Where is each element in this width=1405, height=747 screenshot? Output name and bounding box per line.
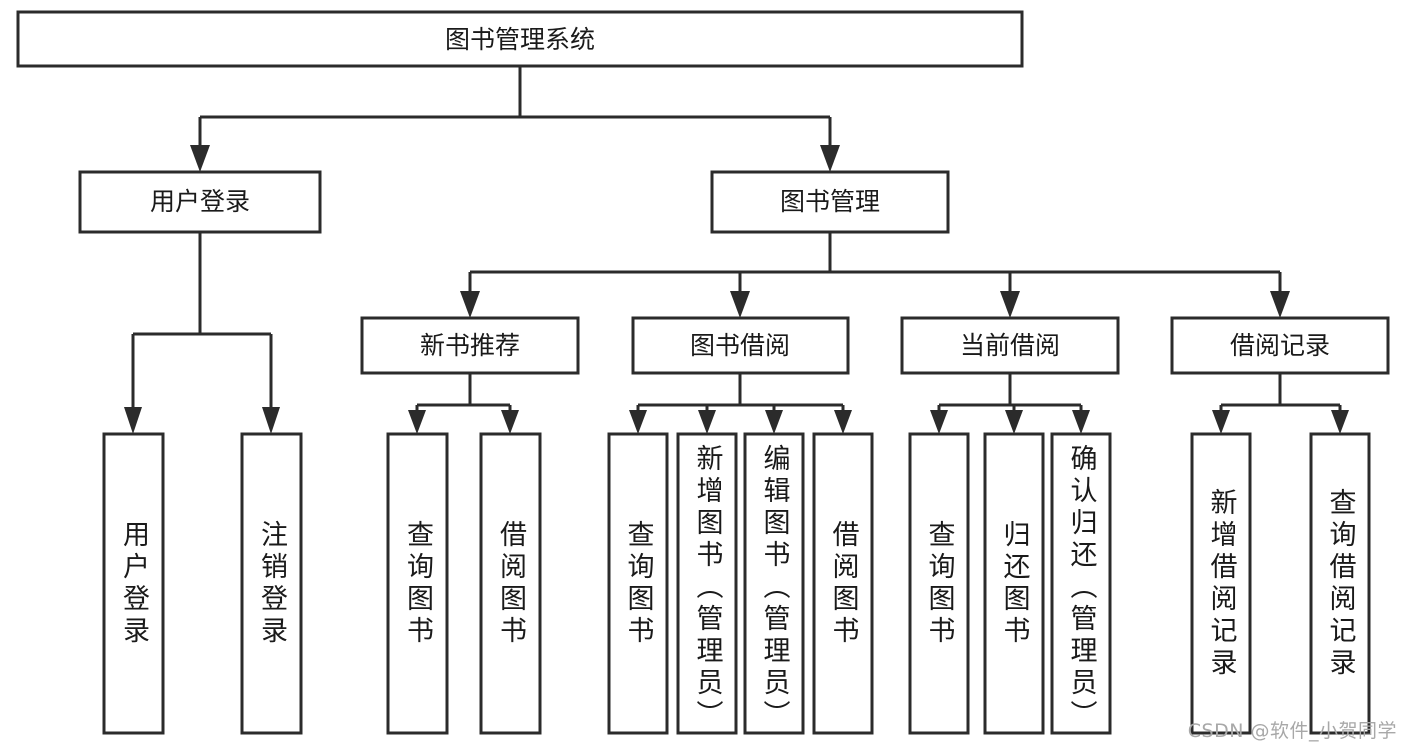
node-root-book-management-system[interactable]: 图书管理系统 [16, 10, 1024, 68]
arrowhead-to-current-borrow [1000, 291, 1020, 318]
leaf-box-13[interactable] [1309, 432, 1371, 735]
connector-userlogin-to-leaves [124, 232, 280, 434]
connector-newbook-to-leaves [408, 373, 519, 434]
leaf-box-12[interactable] [1190, 432, 1252, 735]
leaf-box-3[interactable] [386, 432, 449, 735]
node-current-borrow[interactable]: 当前借阅 [900, 316, 1120, 375]
arrowhead-to-borrow-record [1270, 291, 1290, 318]
node-user-login[interactable]: 用户登录 [78, 170, 322, 234]
connector-root-to-level2 [190, 66, 840, 172]
leaf-box-1[interactable] [102, 432, 165, 735]
node-borrow-record[interactable]: 借阅记录 [1170, 316, 1390, 375]
leaf-box-4[interactable] [479, 432, 542, 735]
arrowhead-leaf-10 [1005, 410, 1023, 434]
connector-currentborrow-to-leaves [930, 373, 1090, 434]
arrowhead-leaf-5 [629, 410, 647, 434]
node-root-label: 图书管理系统 [445, 25, 595, 54]
arrowhead-leaf-12 [1212, 410, 1230, 434]
leaf-box-11[interactable] [1050, 432, 1112, 735]
node-borrow-record-label: 借阅记录 [1230, 331, 1330, 360]
arrowhead-leaf-9 [930, 410, 948, 434]
node-user-login-label: 用户登录 [150, 187, 250, 216]
arrowhead-leaf-8 [834, 410, 852, 434]
connector-bookborrow-to-leaves [629, 373, 852, 434]
leaf-box-5[interactable] [607, 432, 669, 735]
leaf-box-9[interactable] [908, 432, 970, 735]
arrowhead-to-book-manage [820, 145, 840, 172]
leaf-box-2[interactable] [240, 432, 303, 735]
node-book-management[interactable]: 图书管理 [710, 170, 950, 234]
node-book-borrow[interactable]: 图书借阅 [631, 316, 850, 375]
arrowhead-to-book-borrow [730, 291, 750, 318]
connector-bookmanage-to-level3 [460, 232, 1290, 318]
arrowhead-leaf-11 [1072, 410, 1090, 434]
node-book-borrow-label: 图书借阅 [690, 331, 790, 360]
arrowhead-leaf-3 [408, 410, 426, 434]
arrowhead-leaf-4 [501, 410, 519, 434]
node-book-management-label: 图书管理 [780, 187, 880, 216]
leaf-box-10[interactable] [983, 432, 1045, 735]
arrowhead-to-new-book-rec [460, 291, 480, 318]
arrowhead-leaf-7 [765, 410, 783, 434]
node-new-book-recommend-label: 新书推荐 [420, 331, 520, 360]
arrowhead-leaf-1 [124, 407, 142, 434]
node-new-book-recommend[interactable]: 新书推荐 [360, 316, 580, 375]
arrowhead-leaf-13 [1331, 410, 1349, 434]
arrowhead-leaf-6 [698, 410, 716, 434]
leaf-box-8[interactable] [812, 432, 874, 735]
node-current-borrow-label: 当前借阅 [960, 331, 1060, 360]
leaf-box-7[interactable] [743, 432, 805, 735]
arrowhead-to-user-login [190, 145, 210, 172]
leaf-box-6[interactable] [676, 432, 738, 735]
arrowhead-leaf-2 [262, 407, 280, 434]
leaf-boxes [102, 432, 1371, 735]
connector-borrowrecord-to-leaves [1212, 373, 1349, 434]
